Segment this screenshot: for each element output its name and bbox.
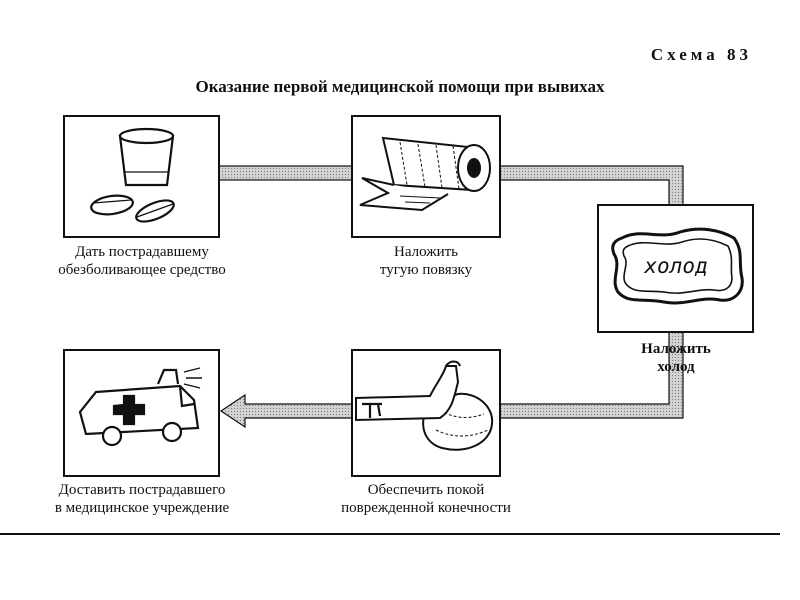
caption-step-2: Наложить тугую повязку [340, 243, 512, 279]
bandage-roll-icon [359, 136, 491, 212]
caption-step-4: Обеспечить покой поврежденной конечности [304, 481, 548, 517]
box-step-2 [351, 115, 501, 238]
bottom-rule [0, 533, 780, 535]
connector-1-2 [218, 165, 353, 181]
caption-step-5-line1: Доставить пострадавшего [58, 482, 226, 498]
box-step-4 [351, 349, 501, 477]
diagram-title: Оказание первой медицинской помощи при в… [195, 77, 605, 96]
box-step-1 [63, 115, 220, 238]
caption-step-3-line2: холод [657, 359, 695, 375]
caption-step-2-line1: Наложить [393, 244, 459, 260]
connector-2-3 [499, 165, 684, 206]
box-step-3: холод [597, 204, 754, 333]
caption-step-1-line2: обезболивающее средство [58, 262, 226, 278]
cold-pack-icon: холод [611, 227, 744, 305]
caption-step-4-line2: поврежденной конечности [341, 500, 511, 516]
caption-step-5-line2: в медицинское учреждение [54, 500, 230, 516]
caption-step-4-line1: Обеспечить покой [367, 482, 485, 498]
ambulance-icon [78, 367, 202, 447]
connector-4-5-arrow [219, 393, 353, 429]
caption-step-1: Дать пострадавшему обезболивающее средст… [10, 243, 274, 279]
pills-icon [90, 127, 175, 223]
rested-limb-icon [355, 360, 494, 451]
caption-step-2-line2: тугую повязку [379, 262, 473, 278]
caption-step-1-line1: Дать пострадавшему [75, 244, 209, 260]
cold-pack-label: холод [643, 254, 707, 278]
caption-step-3-line1: Наложить [641, 341, 711, 357]
scheme-number: Схема 83 [650, 45, 752, 64]
caption-step-5: Доставить пострадавшего в медицинское уч… [8, 481, 276, 517]
caption-step-3: Наложить холод [600, 340, 752, 376]
box-step-5 [63, 349, 220, 477]
